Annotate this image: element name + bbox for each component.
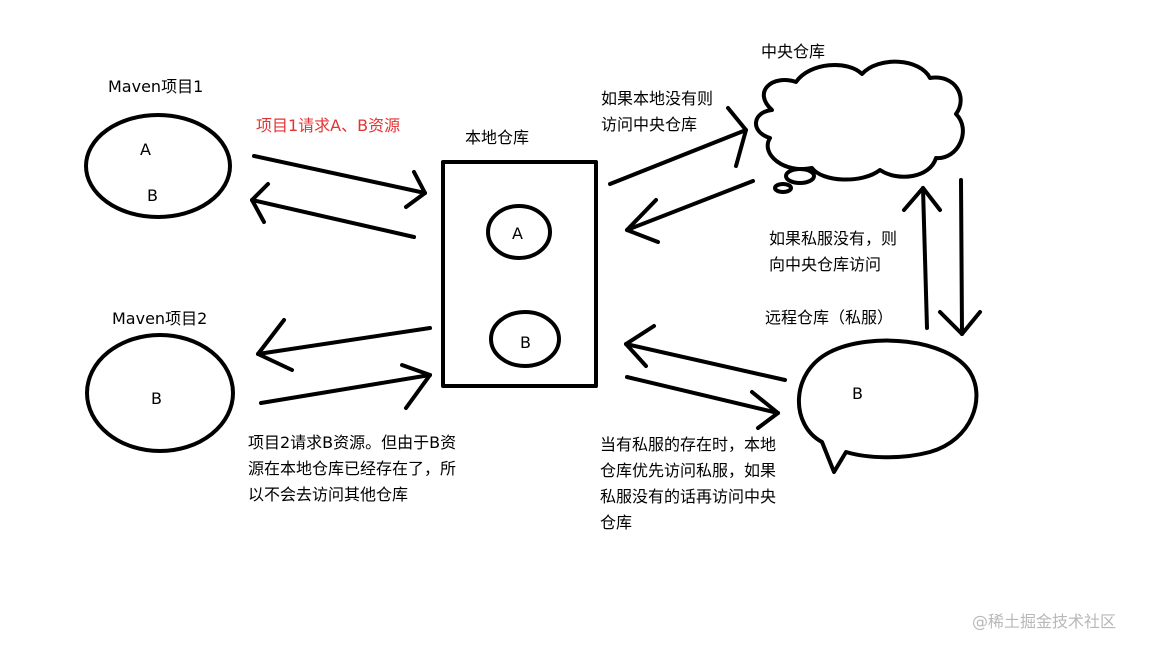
note-line: 如果本地没有则 — [601, 89, 714, 108]
arrow-remote-to-local — [624, 324, 787, 382]
local-repo-b-node — [489, 310, 561, 368]
note-line: 访问中央仓库 — [601, 115, 698, 134]
private-to-central-note: 如果私服没有，则 向中央仓库访问 — [769, 226, 897, 278]
note-line: 仓库优先访问私服，如果 — [600, 461, 777, 480]
central-repo-cloud — [754, 59, 965, 182]
local-to-central-note: 如果本地没有则 访问中央仓库 — [601, 86, 713, 138]
arrow-local-to-central — [608, 106, 748, 186]
arrow-local-to-project1 — [250, 182, 416, 239]
project2-title: Maven项目2 — [112, 309, 208, 328]
note-line: 源在本地仓库已经存在了，所 — [248, 459, 457, 478]
project1-title: Maven项目1 — [108, 77, 204, 96]
local-repo-a-node — [486, 204, 552, 260]
arrow-local-to-remote — [625, 375, 780, 430]
project2-res-b: B — [151, 389, 162, 408]
cloud-puff-large — [784, 167, 816, 185]
arrow-project2-to-local — [259, 363, 432, 410]
local-repo-title: 本地仓库 — [465, 128, 530, 147]
arrow-central-to-local — [625, 179, 755, 244]
note-line: 如果私服没有，则 — [769, 229, 898, 248]
project2-node — [85, 333, 235, 453]
project1-request-note: 项目1请求A、B资源 — [256, 116, 401, 135]
local-repo-res-b: B — [520, 333, 531, 352]
project2-request-note: 项目2请求B资源。但由于B资 源在本地仓库已经存在了，所 以不会去访问其他仓库 — [248, 430, 456, 508]
cloud-puff-small — [773, 182, 793, 194]
local-repo-box — [441, 160, 598, 388]
note-line: 项目2请求B资源。但由于B资 — [248, 433, 457, 452]
note-line: 私服没有的话再访问中央 — [600, 487, 777, 506]
remote-repo-res-b: B — [852, 384, 863, 403]
arrow-local-to-project2 — [256, 318, 432, 372]
arrow-remote-to-central — [902, 186, 942, 330]
central-repo-title: 中央仓库 — [761, 42, 826, 61]
remote-repo-bubble — [797, 338, 979, 474]
project1-res-a: A — [140, 140, 151, 159]
note-line: 仓库 — [600, 513, 633, 532]
note-line: 向中央仓库访问 — [769, 255, 882, 274]
watermark: @稀土掘金技术社区 — [972, 612, 1117, 631]
local-repo-res-a: A — [512, 224, 523, 243]
note-line: 当有私服的存在时，本地 — [600, 435, 777, 454]
project1-res-b: B — [147, 186, 158, 205]
arrow-central-to-remote — [938, 178, 982, 336]
note-line: 以不会去访问其他仓库 — [248, 485, 409, 504]
remote-repo-title: 远程仓库（私服） — [765, 308, 894, 327]
arrow-project1-to-local — [252, 154, 427, 209]
private-priority-note: 当有私服的存在时，本地 仓库优先访问私服，如果 私服没有的话再访问中央 仓库 — [600, 432, 776, 536]
project1-node — [84, 113, 232, 219]
